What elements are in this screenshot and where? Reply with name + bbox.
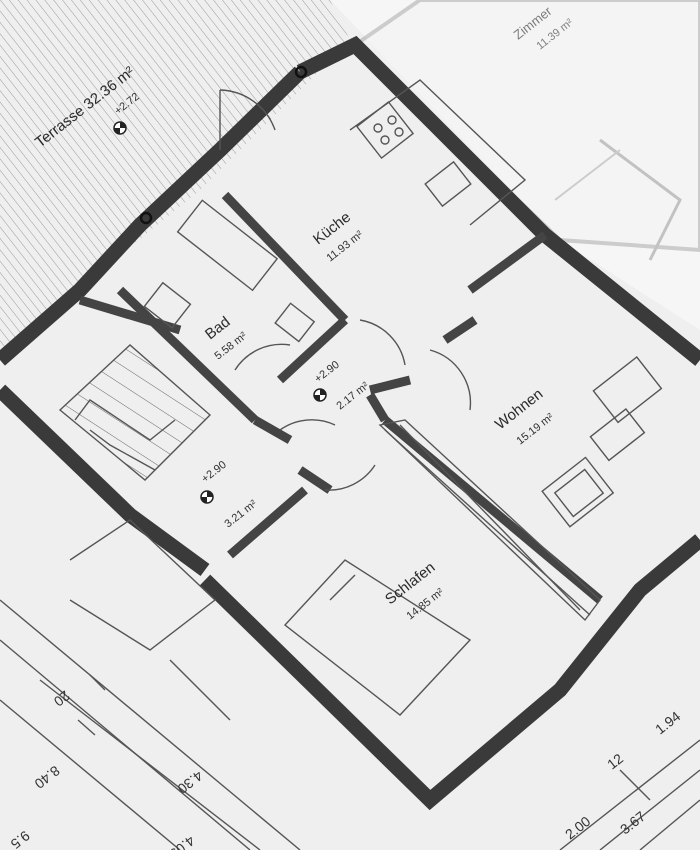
fixtures: [0, 79, 700, 850]
level-markers: [113, 65, 327, 504]
terrace-hatch: [0, 0, 350, 360]
level-marker-hall: [313, 388, 327, 402]
level-marker-stairs: [200, 490, 214, 504]
interior-walls: [78, 191, 603, 604]
level-marker-terrace: [113, 121, 127, 135]
apartment-walls: [0, 35, 700, 811]
